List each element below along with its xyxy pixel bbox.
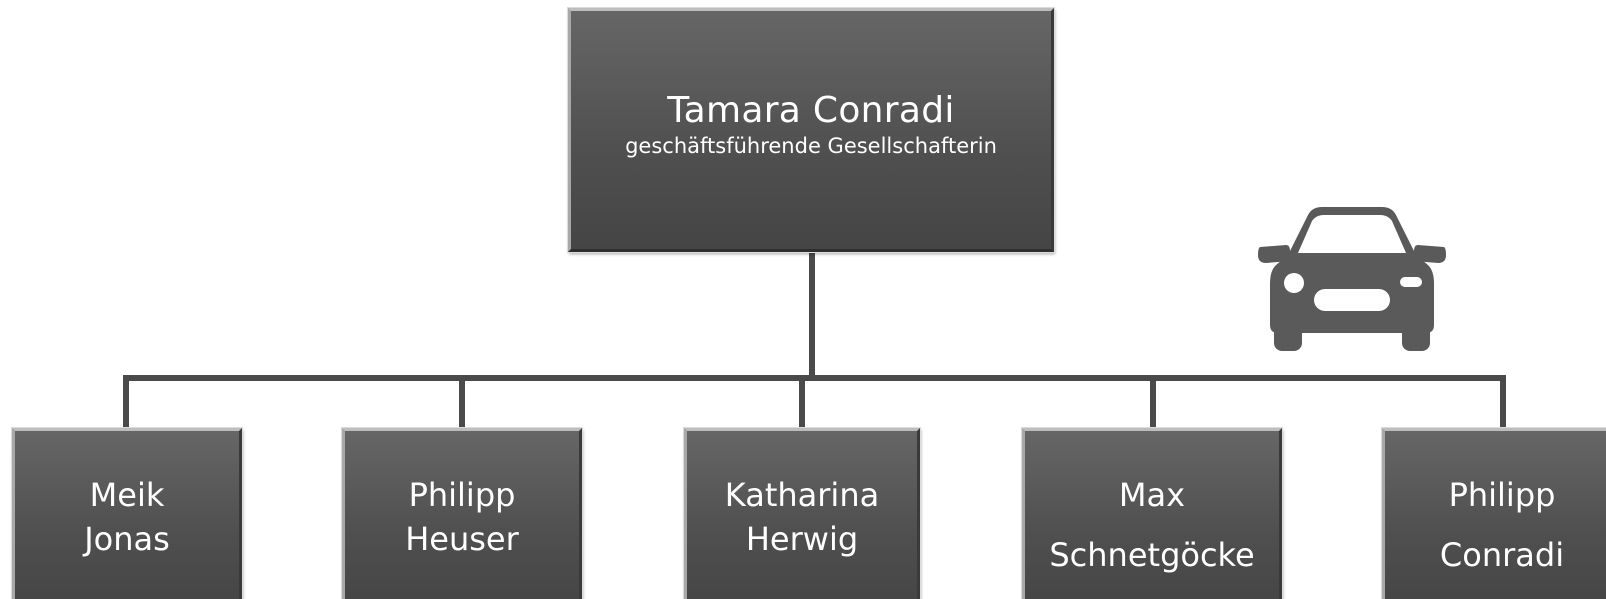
car-icon — [1258, 207, 1446, 351]
ceo-name: Tamara Conradi — [667, 90, 955, 131]
employee-box-katharina-herwig: Katharina Herwig — [684, 428, 920, 599]
employee-box-meik-jonas: Meik Jonas — [12, 428, 242, 599]
ceo-role: geschäftsführende Gesellschafterin — [625, 134, 997, 158]
employee-first-name: Philipp — [408, 476, 516, 514]
connector-drop-2 — [459, 375, 465, 430]
employee-last-name: Schnetgöcke — [1049, 536, 1255, 574]
connector-horizontal — [123, 375, 1506, 381]
connector-drop-3 — [799, 375, 805, 430]
connector-drop-5 — [1500, 375, 1506, 430]
connector-drop-1 — [123, 375, 129, 430]
employee-first-name: Philipp — [1448, 476, 1556, 514]
employee-box-max-schnetgoecke: Max Schnetgöcke — [1022, 428, 1282, 599]
employee-first-name: Max — [1118, 476, 1186, 514]
employee-last-name: Heuser — [405, 520, 519, 558]
employee-last-name: Conradi — [1439, 536, 1565, 574]
employee-first-name: Meik — [89, 476, 165, 514]
connector-top-vertical — [809, 252, 815, 378]
employee-last-name: Herwig — [745, 520, 859, 558]
employee-first-name: Katharina — [724, 476, 880, 514]
connector-drop-4 — [1150, 375, 1156, 430]
employee-box-philipp-heuser: Philipp Heuser — [342, 428, 582, 599]
employee-last-name: Jonas — [84, 520, 170, 558]
ceo-box: Tamara Conradi geschäftsführende Gesells… — [568, 8, 1054, 252]
employee-box-philipp-conradi: Philipp Conradi — [1382, 428, 1606, 599]
